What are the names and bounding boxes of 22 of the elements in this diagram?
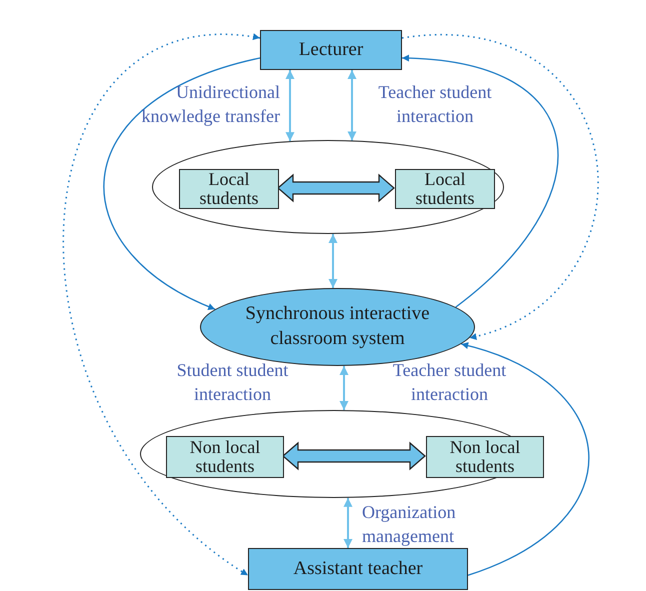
student-box: Local students [179,169,279,209]
curved-arrow [402,55,558,308]
double-block-arrow [277,174,395,202]
double-arrow [340,366,348,410]
double-arrow [286,70,294,142]
role-box: Lecturer [260,30,402,70]
student-box: Local students [395,169,495,209]
edge-label: Teacher student interaction [377,81,493,128]
double-arrow [348,70,356,140]
student-box: Non local students [166,436,284,478]
double-block-arrow [282,442,426,470]
edge-label: Organization management [362,501,457,548]
curved-arrow [104,57,260,310]
double-arrow [344,498,352,548]
dotted-arrow [62,34,260,576]
group-ellipse [152,140,504,234]
student-box: Non local students [426,436,544,478]
curved-arrow [461,342,590,576]
role-box: Assistant teacher [248,548,468,590]
dotted-arrow [402,34,598,339]
double-arrow [328,234,338,288]
edge-label: Unidirectional knowledge transfer [140,81,280,128]
